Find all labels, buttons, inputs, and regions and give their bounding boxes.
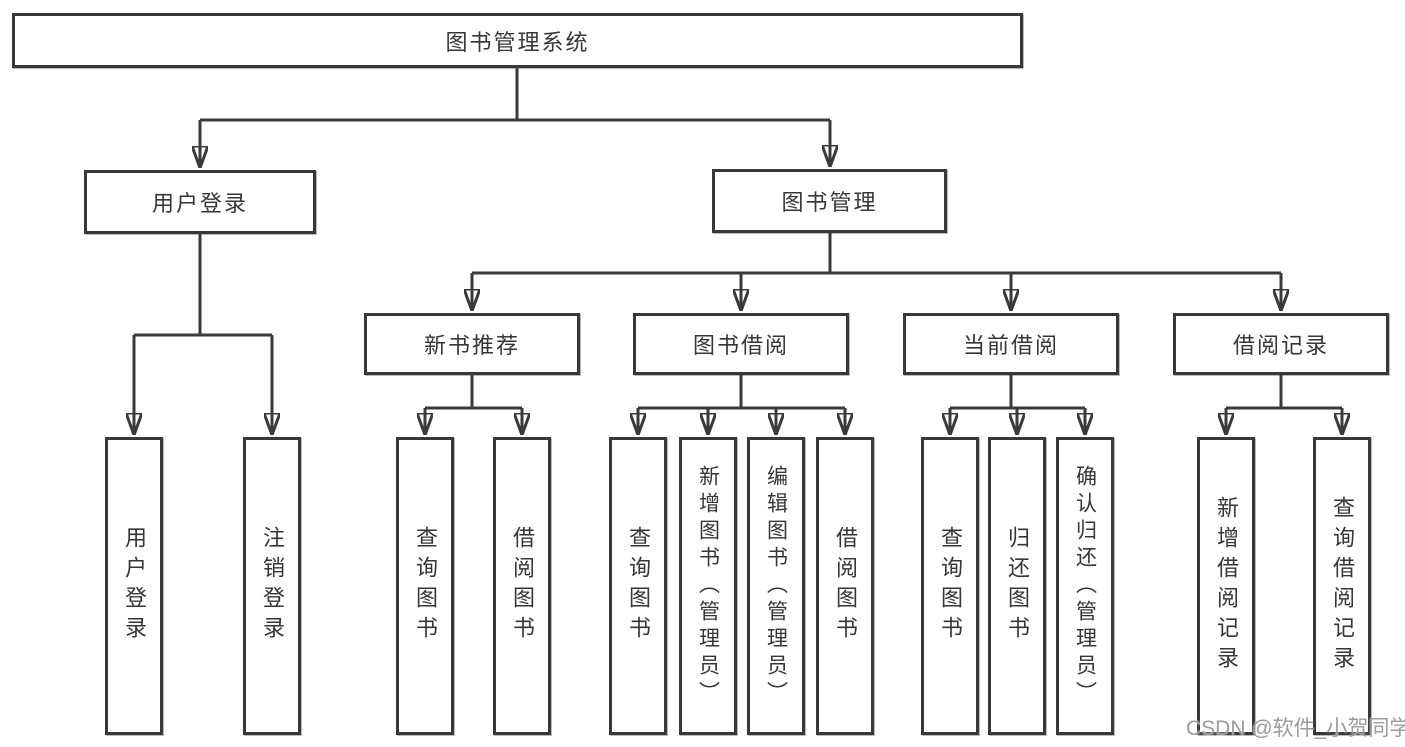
leaf-borrow-books-recommend-label: 借阅图书: [510, 526, 535, 646]
node-current-borrowing-label: 当前借阅: [962, 333, 1059, 358]
leaf-query-books-borrowing-label: 查询图书: [626, 526, 651, 646]
node-user-login: 用户登录: [84, 170, 316, 234]
leaf-logout: 注销登录: [243, 437, 301, 735]
leaf-query-books-recommend: 查询图书: [396, 437, 454, 735]
leaf-query-books-recommend-label: 查询图书: [413, 526, 438, 646]
node-book-management: 图书管理: [712, 169, 947, 233]
node-borrowing-records: 借阅记录: [1173, 313, 1389, 375]
leaf-edit-books-admin-label: 编辑图书（管理员）: [764, 464, 788, 708]
node-borrowing-records-label: 借阅记录: [1232, 333, 1329, 358]
leaf-user-login-label: 用户登录: [122, 526, 147, 646]
node-book-borrowing-label: 图书借阅: [692, 333, 789, 358]
node-book-borrowing: 图书借阅: [633, 313, 849, 375]
leaf-return-books-label: 归还图书: [1005, 526, 1030, 646]
connector-current-borrowing-branch: [950, 375, 1085, 431]
connector-book-management-branch: [472, 233, 1281, 307]
leaf-edit-books-admin: 编辑图书（管理员）: [747, 437, 805, 735]
leaf-query-books-current: 查询图书: [921, 437, 979, 735]
leaf-query-books-borrowing: 查询图书: [609, 437, 667, 735]
connector-borrowing-records-branch: [1226, 375, 1342, 431]
node-new-book-recommendation-label: 新书推荐: [423, 333, 520, 358]
leaf-return-books: 归还图书: [988, 437, 1046, 735]
watermark: CSDN @软件_小贺同学: [1186, 717, 1405, 740]
leaf-add-books-admin: 新增图书（管理员）: [679, 437, 737, 735]
leaf-user-login: 用户登录: [105, 437, 163, 735]
leaf-logout-label: 注销登录: [260, 526, 285, 646]
node-book-management-label: 图书管理: [781, 190, 878, 215]
node-current-borrowing: 当前借阅: [903, 313, 1119, 375]
leaf-borrow-books-label: 借阅图书: [833, 526, 858, 646]
node-root: 图书管理系统: [12, 13, 1023, 68]
node-root-label: 图书管理系统: [445, 29, 590, 55]
node-new-book-recommendation: 新书推荐: [364, 313, 580, 375]
connector-new-book-branch: [425, 375, 522, 431]
connector-book-borrowing-branch: [638, 375, 845, 431]
leaf-query-borrow-record-label: 查询借阅记录: [1330, 496, 1355, 676]
connector-user-login-branch: [134, 234, 272, 431]
leaf-add-borrow-record: 新增借阅记录: [1197, 437, 1255, 735]
connector-root-to-level2: [200, 68, 830, 164]
leaf-borrow-books: 借阅图书: [816, 437, 874, 735]
leaf-query-borrow-record: 查询借阅记录: [1313, 437, 1371, 735]
leaf-confirm-return-admin: 确认归还（管理员）: [1056, 437, 1114, 735]
node-user-login-label: 用户登录: [151, 191, 248, 216]
leaf-query-books-current-label: 查询图书: [938, 526, 963, 646]
leaf-confirm-return-admin-label: 确认归还（管理员）: [1073, 464, 1097, 708]
leaf-add-borrow-record-label: 新增借阅记录: [1214, 496, 1239, 676]
leaf-borrow-books-recommend: 借阅图书: [493, 437, 551, 735]
leaf-add-books-admin-label: 新增图书（管理员）: [696, 464, 720, 708]
